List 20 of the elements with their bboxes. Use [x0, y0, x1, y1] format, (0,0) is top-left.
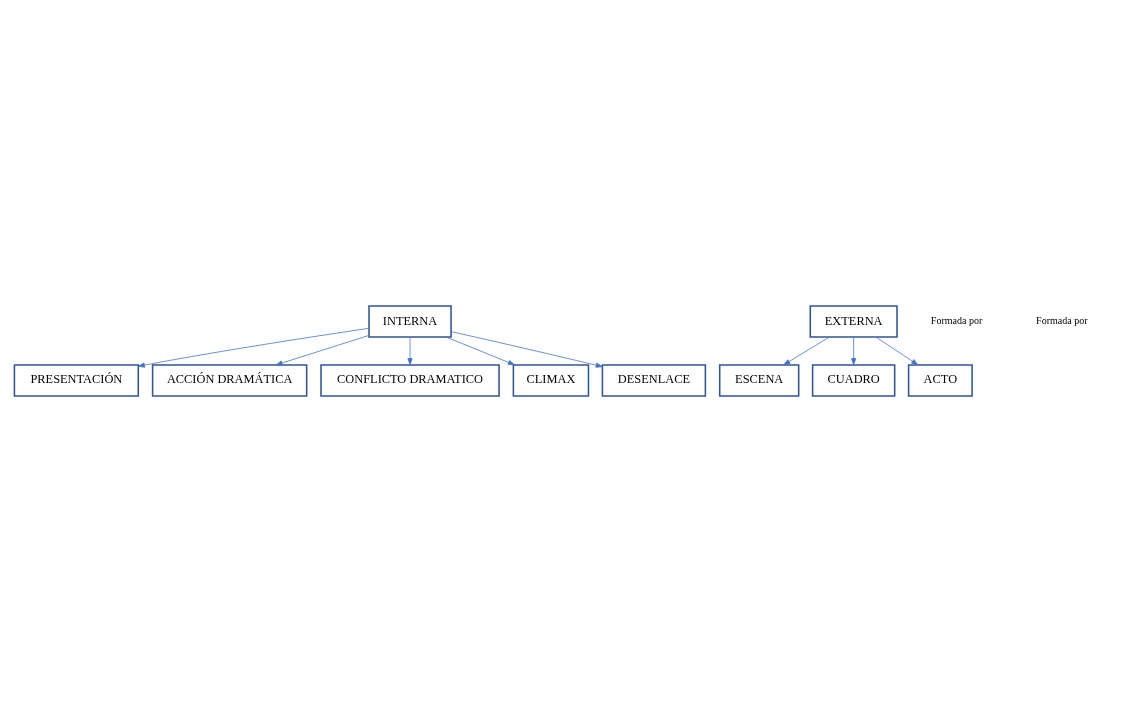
node-box: DESENLACE	[601, 364, 707, 397]
node-box: EXTERNA	[809, 305, 898, 338]
node-box: PRESENTACIÓN	[13, 364, 140, 397]
node-box: CLIMAX	[512, 364, 590, 397]
label: Formada por	[1036, 315, 1088, 327]
node-box: CUADRO	[811, 364, 896, 397]
arrow	[875, 336, 919, 366]
arrow	[407, 336, 413, 366]
arrow	[851, 336, 857, 366]
node-box: ESCENA	[718, 364, 800, 397]
arrow	[137, 327, 370, 368]
label: Formada por	[930, 315, 983, 327]
arrow	[783, 336, 830, 366]
node-box: CONFLICTO DRAMATICO	[320, 364, 500, 397]
node-box: INTERNA	[368, 305, 452, 338]
arrow	[445, 336, 515, 366]
arrow	[275, 335, 370, 366]
node-box: ACTO	[907, 364, 973, 397]
arrow	[450, 331, 603, 368]
node-box: ACCIÓN DRAMÁTICA	[151, 364, 308, 397]
